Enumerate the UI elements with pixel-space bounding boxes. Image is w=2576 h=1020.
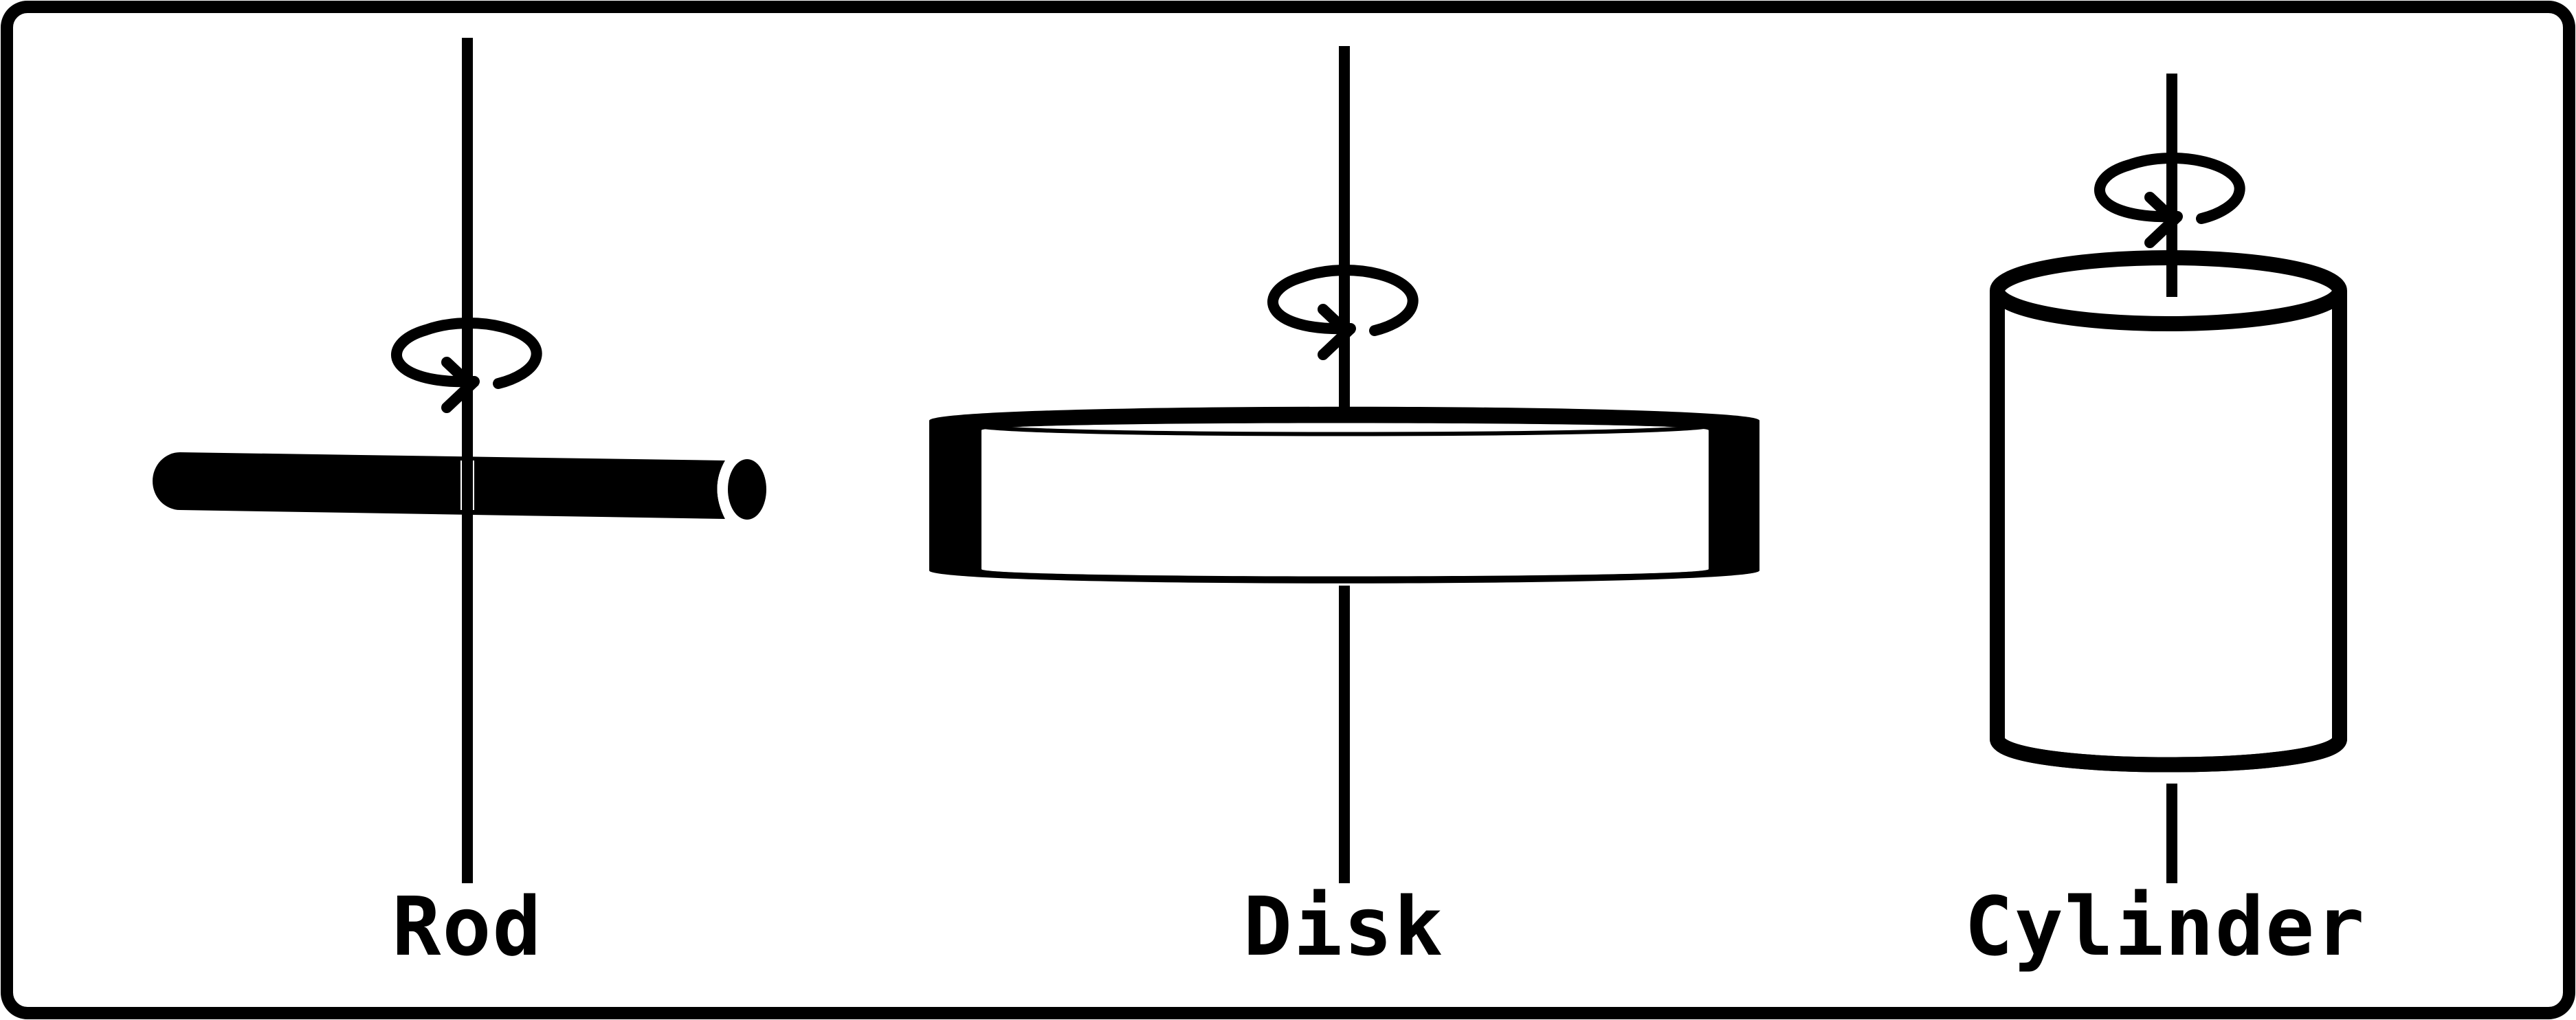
rod-rotation-arrow: [391, 318, 542, 413]
cylinder-figure: [1990, 74, 2347, 883]
disk-figure: [929, 46, 1759, 883]
rod-end-cap: [728, 459, 766, 520]
disk-label: Disk: [1243, 879, 1445, 974]
cylinder-body: [1990, 291, 2347, 773]
rod-label: Rod: [392, 879, 543, 974]
cylinder-rotation-arrow: [2094, 153, 2245, 248]
cylinder-label: Cylinder: [1964, 879, 2366, 974]
rod-body: [153, 452, 725, 519]
disk-rotation-arrow: [1267, 265, 1419, 360]
rod-figure: [153, 38, 766, 883]
